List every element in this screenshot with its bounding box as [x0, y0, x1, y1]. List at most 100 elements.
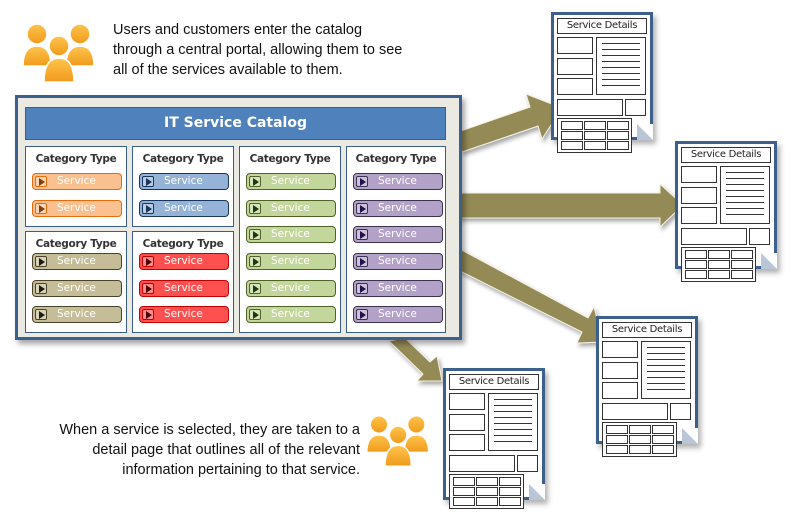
table-cell — [606, 445, 628, 454]
field-box — [602, 362, 638, 379]
field-box — [517, 455, 538, 472]
text-block — [641, 341, 691, 399]
table-grid — [681, 247, 756, 282]
table-cell — [584, 131, 606, 140]
arrow-to-page-4 — [387, 337, 443, 382]
page-fold — [529, 484, 545, 500]
play-icon — [35, 255, 47, 267]
field-box — [449, 434, 485, 451]
play-icon — [35, 282, 47, 294]
play-icon — [249, 228, 261, 240]
service-button[interactable]: Service — [353, 280, 443, 297]
detail-page-title: Service Details — [602, 322, 692, 338]
table-grid — [602, 422, 677, 457]
field-box — [557, 37, 593, 54]
service-button[interactable]: Service — [353, 173, 443, 190]
field-box — [625, 99, 646, 116]
service-button[interactable]: Service — [139, 200, 229, 217]
service-button[interactable]: Service — [32, 280, 122, 297]
arrow-to-page-3 — [453, 247, 604, 344]
play-icon — [35, 175, 47, 187]
users-group-icon — [22, 23, 95, 83]
play-icon — [142, 282, 154, 294]
service-button[interactable]: Service — [353, 200, 443, 217]
arrow-to-page-2 — [457, 182, 684, 229]
category-box: Category Type Service Service Service — [25, 231, 127, 333]
table-cell — [607, 121, 629, 130]
category-box: Category Type Service Service Service Se… — [239, 146, 341, 333]
service-button[interactable]: Service — [246, 226, 336, 243]
service-button[interactable]: Service — [246, 280, 336, 297]
table-cell — [476, 487, 498, 496]
category-box: Category Type Service Service — [25, 146, 127, 227]
service-catalog-panel: IT Service Catalog Category Type Service… — [15, 95, 462, 340]
service-button[interactable]: Service — [353, 306, 443, 323]
service-button[interactable]: Service — [139, 173, 229, 190]
play-icon — [249, 175, 261, 187]
text-block — [720, 166, 770, 224]
table-cell — [499, 497, 521, 506]
play-icon — [35, 308, 47, 320]
service-button[interactable]: Service — [353, 253, 443, 270]
detail-page-title: Service Details — [557, 18, 647, 34]
table-cell — [561, 131, 583, 140]
table-cell — [731, 260, 753, 269]
table-cell — [607, 141, 629, 150]
table-cell — [584, 121, 606, 130]
table-cell — [606, 435, 628, 444]
table-cell — [561, 121, 583, 130]
table-grid — [449, 474, 524, 509]
service-detail-page[interactable]: Service Details — [596, 316, 698, 457]
service-detail-page[interactable]: Service Details — [551, 12, 653, 153]
field-box — [602, 403, 668, 420]
table-cell — [731, 270, 753, 279]
play-icon — [356, 255, 368, 267]
service-button[interactable]: Service — [246, 200, 336, 217]
table-cell — [652, 445, 674, 454]
users-group-icon — [366, 415, 430, 467]
field-box — [557, 58, 593, 75]
service-button[interactable]: Service — [139, 306, 229, 323]
play-icon — [249, 202, 261, 214]
service-button[interactable]: Service — [246, 173, 336, 190]
table-cell — [708, 260, 730, 269]
table-cell — [685, 260, 707, 269]
play-icon — [356, 175, 368, 187]
service-button[interactable]: Service — [32, 253, 122, 270]
service-button[interactable]: Service — [246, 306, 336, 323]
field-box — [681, 228, 747, 245]
service-button[interactable]: Service — [139, 280, 229, 297]
category-heading: Category Type — [249, 153, 331, 165]
field-box — [749, 228, 770, 245]
category-heading: Category Type — [142, 153, 224, 165]
page-fold — [637, 124, 653, 140]
service-button[interactable]: Service — [139, 253, 229, 270]
table-cell — [731, 250, 753, 259]
text-block — [488, 393, 538, 451]
table-cell — [607, 131, 629, 140]
page-fold — [761, 253, 777, 269]
table-grid — [557, 118, 632, 153]
service-button[interactable]: Service — [353, 226, 443, 243]
table-cell — [708, 270, 730, 279]
field-box — [557, 99, 623, 116]
service-button[interactable]: Service — [32, 306, 122, 323]
category-heading: Category Type — [35, 238, 117, 250]
table-cell — [652, 425, 674, 434]
service-button[interactable]: Service — [246, 253, 336, 270]
table-cell — [629, 425, 651, 434]
table-cell — [499, 487, 521, 496]
field-box — [681, 166, 717, 183]
service-button[interactable]: Service — [32, 173, 122, 190]
table-cell — [629, 435, 651, 444]
service-detail-page[interactable]: Service Details — [443, 368, 545, 509]
table-cell — [453, 497, 475, 506]
table-cell — [629, 445, 651, 454]
field-box — [670, 403, 691, 420]
intro-caption: Users and customers enter the catalog th… — [113, 22, 403, 78]
field-box — [681, 207, 717, 224]
table-cell — [584, 141, 606, 150]
service-detail-page[interactable]: Service Details — [675, 141, 777, 282]
service-button[interactable]: Service — [32, 200, 122, 217]
